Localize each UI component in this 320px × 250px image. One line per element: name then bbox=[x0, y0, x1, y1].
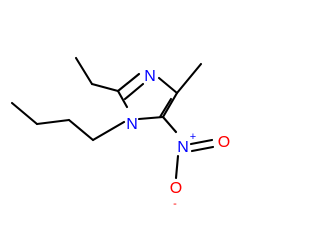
bond-c5-n1 bbox=[137, 115, 165, 121]
bond-c4-c5-b bbox=[158, 97, 173, 119]
bond-nitro-o-double-a bbox=[189, 138, 214, 146]
bond-c5-nitro bbox=[161, 115, 178, 134]
bond-c2-n3-double-b bbox=[123, 82, 145, 101]
bond-c4-c5-a bbox=[161, 91, 179, 119]
atom-o-single: O bbox=[170, 180, 182, 197]
bond-pentyl-2 bbox=[67, 118, 95, 142]
bond-c4-methyl bbox=[175, 62, 203, 95]
bond-n1-c2 bbox=[116, 89, 129, 109]
bond-n3-c4 bbox=[157, 76, 179, 95]
charge-n-nitro: + bbox=[190, 131, 196, 143]
atom-n-nitro: N bbox=[177, 139, 189, 156]
bond-nitro-o-single bbox=[174, 154, 180, 180]
molecule-structure: N N N + O O - bbox=[10, 56, 230, 210]
atom-n1: N bbox=[126, 116, 138, 133]
charge-o-single: - bbox=[173, 198, 177, 210]
bond-pentyl-4 bbox=[10, 101, 39, 126]
bond-n1-pentyl bbox=[91, 120, 126, 142]
bond-nitro-o-double-b bbox=[190, 145, 215, 153]
bond-c2-n3-double-a bbox=[116, 72, 141, 93]
bond-ethyl-ch3 bbox=[74, 56, 94, 86]
atom-o-double: O bbox=[218, 134, 230, 151]
bond-pentyl-3 bbox=[35, 118, 71, 126]
bond-c2-ethyl bbox=[90, 82, 120, 93]
atom-n3: N bbox=[144, 68, 156, 85]
